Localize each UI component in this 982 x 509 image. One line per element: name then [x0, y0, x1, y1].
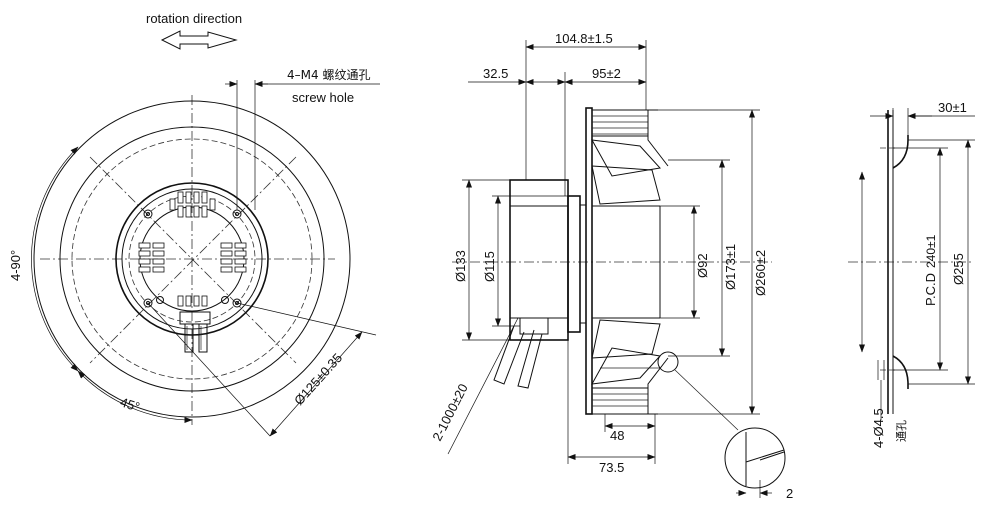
impeller-blades-top — [591, 109, 669, 205]
angle-45-arc — [77, 370, 193, 423]
ring-curve-top — [892, 135, 909, 169]
dim-133-label: Ø133 — [453, 250, 468, 282]
cable-length-label: 2-1000±20 — [429, 381, 471, 443]
dia125-dimension-line — [269, 331, 363, 437]
dim-104-8-label: 104.8±1.5 — [555, 31, 613, 46]
front-view: rotation direction — [8, 11, 380, 437]
side-view: 2 104.8±1.5 32.5 95±2 Ø133 Ø115 Ø92 Ø173… — [429, 31, 793, 501]
detail-view-profile — [745, 432, 785, 486]
dim-260-label: Ø260±2 — [753, 250, 768, 296]
dim-32-5-label: 32.5 — [483, 66, 508, 81]
impeller-blades-bottom — [591, 319, 669, 415]
screw-hole-icons — [143, 209, 242, 308]
hole-count-label: 4-Ø4.5 — [871, 408, 886, 448]
motor-body — [509, 179, 569, 341]
dim-95-label: 95±2 — [592, 66, 621, 81]
detail-marker-circle — [657, 351, 679, 373]
rotation-arrow-icon — [160, 30, 238, 50]
ring-dim-255-label: Ø255 — [951, 253, 966, 285]
screw-hole-en-label: screw hole — [292, 90, 354, 105]
dia125-extension-b — [147, 302, 271, 437]
vent-slots-top — [169, 191, 216, 218]
vent-slots-bottom — [177, 295, 208, 307]
front-dashed-circle — [71, 138, 313, 380]
hole-cn-label: 通孔 — [895, 420, 908, 442]
screw-hole-cn-label: 4–M4 螺纹通孔 — [287, 68, 370, 82]
angle-90-arc — [31, 146, 79, 372]
front-diagonal-2 — [89, 156, 297, 364]
motor-hub-outer — [115, 182, 269, 336]
dim-173-label: Ø173±1 — [723, 244, 738, 290]
cable-exit-icon — [179, 311, 211, 353]
cable-leader — [447, 317, 519, 455]
detail-view-circle — [724, 427, 786, 489]
screw-hole-leader — [225, 80, 380, 210]
pcd-value: 240±1 — [924, 234, 938, 268]
inlet-ring-view: 30±1 P.C.D 240±1 Ø255 4-Ø4.5 通孔 — [848, 100, 975, 448]
vent-slots-left — [138, 242, 165, 273]
angle-4x90-label: 4-90° — [8, 250, 23, 281]
vent-slots-right — [220, 242, 247, 273]
dim-73-5-label: 73.5 — [599, 460, 624, 475]
dim-2-label: 2 — [786, 486, 793, 501]
diameter-125-label: Ø125±0.35 — [291, 350, 345, 408]
ring-curve-bottom — [892, 355, 909, 389]
dia125-extension-a — [236, 302, 377, 336]
screw-pcd-circle — [128, 195, 256, 323]
ring-dim-30-label: 30±1 — [938, 100, 967, 115]
rotation-direction-label: rotation direction — [146, 11, 242, 26]
angle-45-label: 45° — [118, 394, 141, 414]
dim-92-label: Ø92 — [695, 253, 710, 278]
impeller-backplate — [585, 107, 593, 415]
motor-hub-rim — [121, 188, 263, 330]
pcd-label: P.C.D — [923, 273, 938, 306]
dim-115-label: Ø115 — [482, 251, 497, 282]
cable-gland-icon — [493, 317, 549, 389]
detail-leader — [674, 369, 739, 431]
dim-48-label: 48 — [610, 428, 624, 443]
motor-flange — [567, 195, 581, 333]
